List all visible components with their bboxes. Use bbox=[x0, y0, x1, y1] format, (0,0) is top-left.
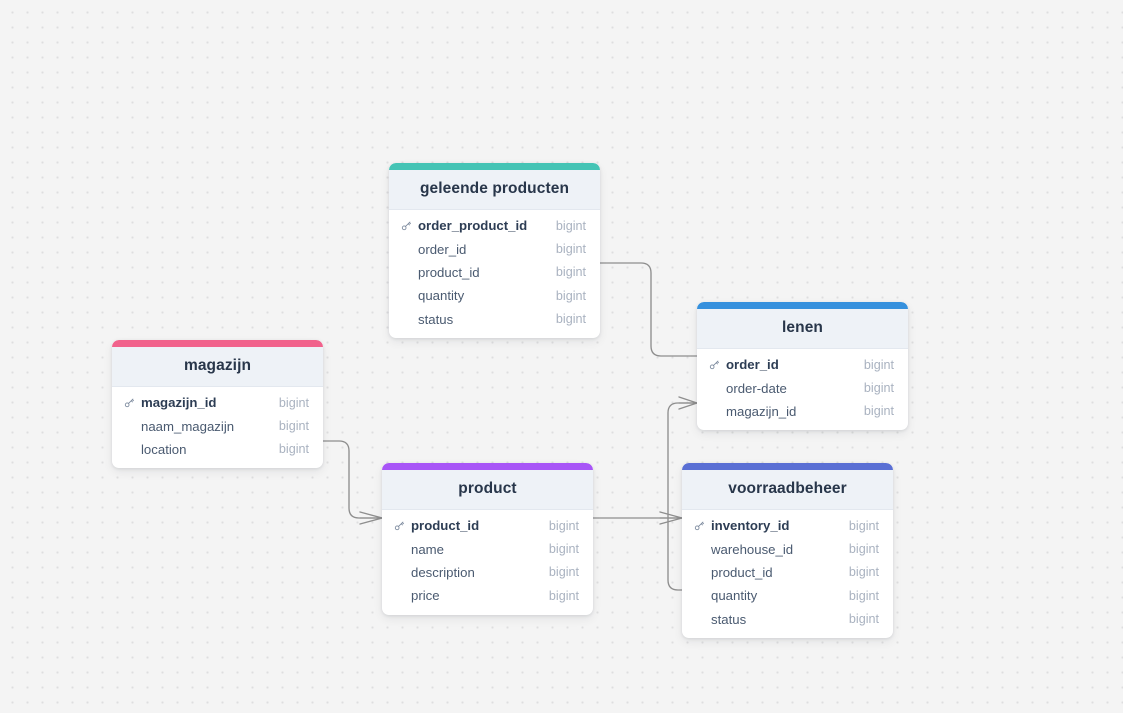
field-name: warehouse_id bbox=[711, 541, 794, 557]
table-card-magazijn[interactable]: magazijn magazijn_id bigint naam_magazij… bbox=[112, 340, 323, 469]
field-row[interactable]: product_id bigint bbox=[389, 261, 600, 284]
field-type: bigint bbox=[555, 218, 586, 233]
accent-bar bbox=[697, 302, 908, 309]
field-type: bigint bbox=[555, 312, 586, 327]
accent-bar bbox=[682, 463, 893, 470]
field-row[interactable]: description bigint bbox=[382, 561, 593, 584]
field-name: name bbox=[411, 541, 444, 557]
field-list: order_id bigint order-date bigint magazi… bbox=[697, 349, 908, 430]
field-row[interactable]: location bigint bbox=[112, 438, 323, 461]
field-name: status bbox=[418, 311, 454, 327]
table-card-voorraadbeheer[interactable]: voorraadbeheer inventory_id bigint wareh… bbox=[682, 463, 893, 638]
field-name: order_id bbox=[726, 357, 779, 373]
table-title: lenen bbox=[697, 309, 908, 349]
field-name: order-date bbox=[726, 380, 787, 396]
field-row[interactable]: order-date bigint bbox=[697, 376, 908, 399]
field-name: description bbox=[411, 564, 475, 580]
table-card-geleende-producten[interactable]: geleende producten order_product_id bigi… bbox=[389, 163, 600, 338]
field-type: bigint bbox=[278, 419, 309, 434]
field-name: status bbox=[711, 611, 747, 627]
crowsfoot-lenen-magazijn-id bbox=[678, 396, 698, 410]
field-name: product_id bbox=[418, 264, 480, 280]
field-row[interactable]: order_id bigint bbox=[389, 237, 600, 260]
field-name: location bbox=[141, 441, 187, 457]
table-title: geleende producten bbox=[389, 170, 600, 210]
field-name: inventory_id bbox=[711, 518, 790, 534]
field-type: bigint bbox=[848, 565, 879, 580]
table-title: voorraadbeheer bbox=[682, 470, 893, 510]
field-name: quantity bbox=[711, 588, 758, 604]
field-type: bigint bbox=[863, 357, 894, 372]
crowsfoot-voorraadbeheer-inventory-id bbox=[659, 511, 683, 525]
field-row[interactable]: inventory_id bigint bbox=[682, 514, 893, 537]
field-row[interactable]: product_id bigint bbox=[382, 514, 593, 537]
field-list: inventory_id bigint warehouse_id bigint … bbox=[682, 510, 893, 638]
field-row[interactable]: quantity bigint bbox=[682, 584, 893, 607]
table-card-product[interactable]: product product_id bigint name bigint bbox=[382, 463, 593, 615]
field-name: product_id bbox=[711, 564, 773, 580]
field-type: bigint bbox=[555, 242, 586, 257]
field-list: order_product_id bigint order_id bigint … bbox=[389, 210, 600, 338]
field-row[interactable]: status bigint bbox=[389, 308, 600, 331]
field-type: bigint bbox=[548, 565, 579, 580]
field-list: magazijn_id bigint naam_magazijn bigint … bbox=[112, 387, 323, 468]
table-title: magazijn bbox=[112, 347, 323, 387]
field-type: bigint bbox=[863, 381, 894, 396]
field-type: bigint bbox=[848, 588, 879, 603]
key-icon bbox=[124, 397, 138, 408]
field-type: bigint bbox=[555, 288, 586, 303]
accent-bar bbox=[389, 163, 600, 170]
field-row[interactable]: magazijn_id bigint bbox=[697, 400, 908, 423]
field-row[interactable]: price bigint bbox=[382, 584, 593, 607]
field-type: bigint bbox=[278, 395, 309, 410]
field-list: product_id bigint name bigint descriptio… bbox=[382, 510, 593, 615]
field-row[interactable]: naam_magazijn bigint bbox=[112, 414, 323, 437]
key-icon bbox=[394, 520, 408, 531]
key-icon bbox=[709, 359, 723, 370]
field-row[interactable]: product_id bigint bbox=[682, 561, 893, 584]
accent-bar bbox=[112, 340, 323, 347]
field-row[interactable]: name bigint bbox=[382, 537, 593, 560]
accent-bar bbox=[382, 463, 593, 470]
table-card-lenen[interactable]: lenen order_id bigint order-date bigint bbox=[697, 302, 908, 431]
field-type: bigint bbox=[848, 518, 879, 533]
key-icon bbox=[694, 520, 708, 531]
field-type: bigint bbox=[848, 612, 879, 627]
crowsfoot-product-product-id bbox=[359, 511, 383, 525]
field-name: magazijn_id bbox=[141, 395, 217, 411]
field-type: bigint bbox=[863, 404, 894, 419]
field-row[interactable]: order_product_id bigint bbox=[389, 214, 600, 237]
field-row[interactable]: magazijn_id bigint bbox=[112, 391, 323, 414]
field-row[interactable]: quantity bigint bbox=[389, 284, 600, 307]
edge-geleende-producten-lenen bbox=[599, 262, 698, 357]
field-name: price bbox=[411, 588, 440, 604]
field-type: bigint bbox=[548, 542, 579, 557]
edge-magazijn-product bbox=[322, 440, 383, 519]
field-type: bigint bbox=[848, 542, 879, 557]
field-row[interactable]: order_id bigint bbox=[697, 353, 908, 376]
field-type: bigint bbox=[555, 265, 586, 280]
field-name: order_product_id bbox=[418, 218, 528, 234]
field-type: bigint bbox=[548, 518, 579, 533]
field-name: magazijn_id bbox=[726, 403, 797, 419]
field-name: product_id bbox=[411, 518, 480, 534]
table-title: product bbox=[382, 470, 593, 510]
field-name: naam_magazijn bbox=[141, 418, 235, 434]
field-name: quantity bbox=[418, 288, 465, 304]
field-row[interactable]: warehouse_id bigint bbox=[682, 537, 893, 560]
field-type: bigint bbox=[278, 442, 309, 457]
field-name: order_id bbox=[418, 241, 467, 257]
field-type: bigint bbox=[548, 588, 579, 603]
field-row[interactable]: status bigint bbox=[682, 608, 893, 631]
key-icon bbox=[401, 220, 415, 231]
